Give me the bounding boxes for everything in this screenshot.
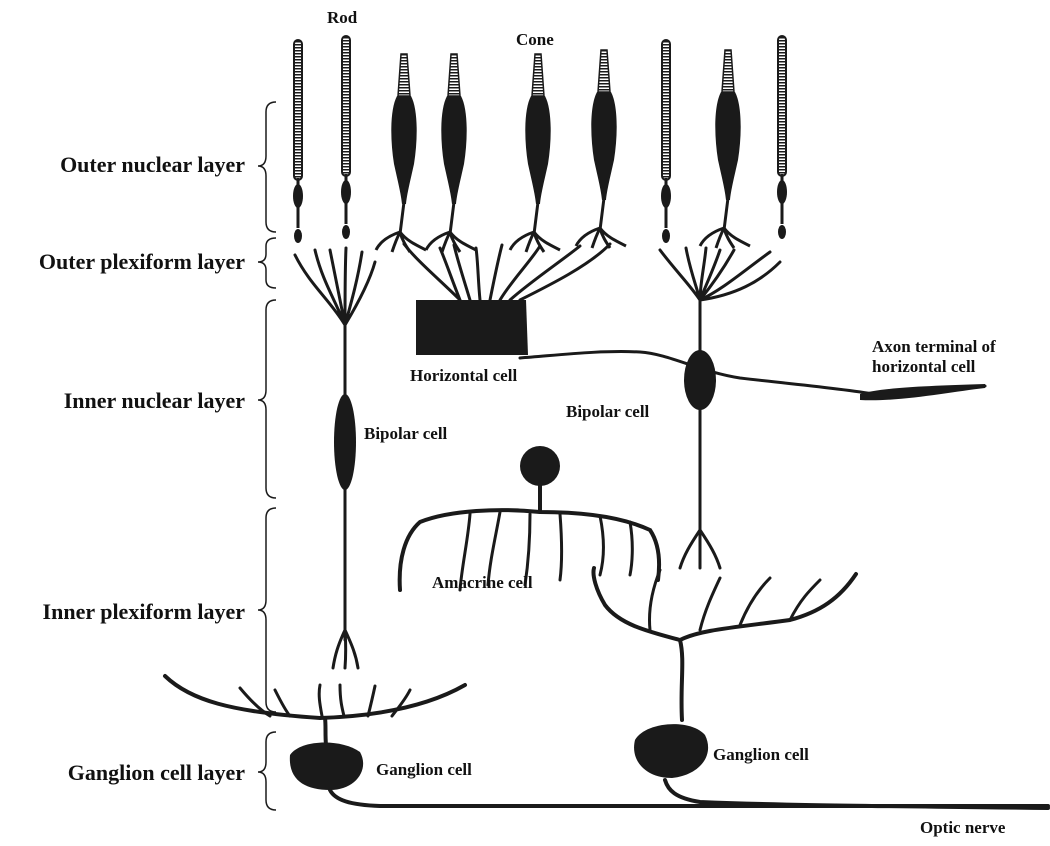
label-bipolar-cell-right: Bipolar cell bbox=[566, 402, 649, 422]
label-optic-nerve: Optic nerve bbox=[920, 818, 1005, 838]
cone-2 bbox=[426, 54, 476, 252]
horizontal-cell-body bbox=[416, 300, 528, 355]
cone-5 bbox=[700, 50, 750, 248]
label-ganglion-cell-layer: Ganglion cell layer bbox=[0, 760, 245, 786]
label-ganglion-cell-right: Ganglion cell bbox=[713, 745, 809, 765]
label-ganglion-cell-left: Ganglion cell bbox=[376, 760, 472, 780]
bipolar-cell-body-left bbox=[334, 394, 356, 490]
label-bipolar-cell-left: Bipolar cell bbox=[364, 424, 447, 444]
rod-4 bbox=[777, 36, 787, 239]
label-rod: Rod bbox=[327, 8, 357, 28]
bipolar-cell-body-right bbox=[684, 350, 716, 410]
amacrine-cell-body bbox=[520, 446, 560, 486]
label-axon-terminal-line1: Axon terminal of bbox=[872, 337, 996, 357]
photoreceptors bbox=[293, 36, 787, 252]
label-horizontal-cell: Horizontal cell bbox=[410, 366, 517, 386]
label-outer-nuclear-layer: Outer nuclear layer bbox=[0, 152, 245, 178]
ganglion-cell-body-right bbox=[634, 724, 708, 778]
rod-1 bbox=[293, 40, 303, 243]
ganglion-cell-body-left bbox=[290, 743, 363, 790]
label-inner-nuclear-layer: Inner nuclear layer bbox=[0, 388, 245, 414]
label-inner-plexiform-layer: Inner plexiform layer bbox=[0, 599, 245, 625]
label-outer-plexiform-layer: Outer plexiform layer bbox=[0, 249, 245, 275]
axon-terminal bbox=[860, 384, 985, 400]
rod-2 bbox=[341, 36, 351, 239]
layer-brackets bbox=[258, 102, 276, 810]
cone-1 bbox=[376, 54, 426, 252]
label-axon-terminal-line2: horizontal cell bbox=[872, 357, 975, 377]
rod-3 bbox=[661, 40, 671, 243]
label-cone: Cone bbox=[516, 30, 554, 50]
label-amacrine-cell: Amacrine cell bbox=[432, 573, 533, 593]
cone-4 bbox=[576, 50, 626, 248]
cone-3 bbox=[510, 54, 560, 252]
